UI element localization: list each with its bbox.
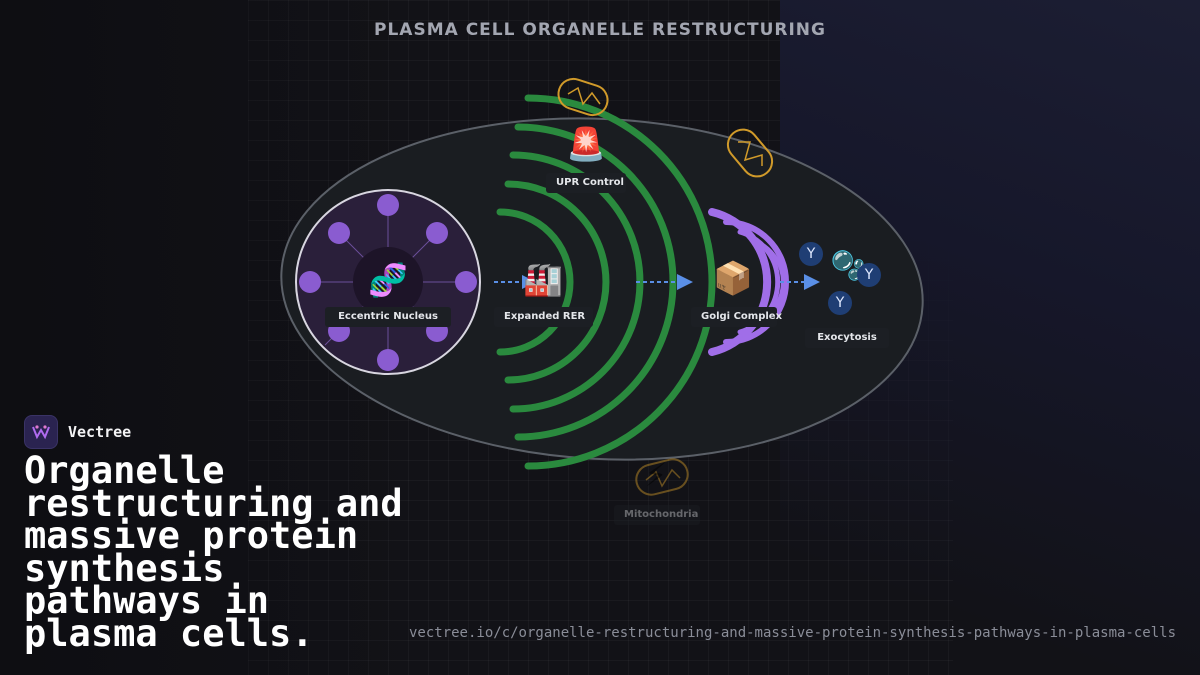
headline: Organelle restructuring and massive prot… xyxy=(24,449,403,655)
mitochondria-label: Mitochondria xyxy=(614,505,700,525)
lightning-icon: ⚡ xyxy=(644,456,668,494)
mitochondrion xyxy=(557,77,609,117)
siren-icon: 🚨 xyxy=(566,125,606,163)
rough-er[interactable] xyxy=(496,94,716,470)
flow-arrow xyxy=(780,274,820,290)
dna-icon: 🧬 xyxy=(368,261,408,299)
vectree-logo-icon xyxy=(24,415,58,449)
exocytosis-label: Exocytosis xyxy=(805,328,889,348)
package-icon: 📦 xyxy=(713,259,753,297)
brand: Vectree xyxy=(24,415,131,449)
upr-label: UPR Control xyxy=(546,173,626,193)
nucleus[interactable] xyxy=(295,189,481,375)
antibody-icon: Y xyxy=(828,291,852,315)
flow-arrow xyxy=(494,275,536,289)
diagram-title: PLASMA CELL ORGANELLE RESTRUCTURING xyxy=(374,20,826,40)
brand-name: Vectree xyxy=(68,423,132,441)
mitochondrion xyxy=(635,458,689,496)
source-url[interactable]: vectree.io/c/organelle-restructuring-and… xyxy=(408,625,1176,641)
rer-label: Expanded RER xyxy=(494,307,593,327)
mitochondrion xyxy=(726,128,774,178)
antibody-icon: Y xyxy=(857,263,881,287)
factory-icon: 🏭 xyxy=(523,260,563,298)
nucleus-label: Eccentric Nucleus xyxy=(325,307,451,327)
golgi-label: Golgi Complex xyxy=(691,307,782,327)
antibody-icon: Y xyxy=(799,242,823,266)
flow-arrow xyxy=(636,274,693,290)
